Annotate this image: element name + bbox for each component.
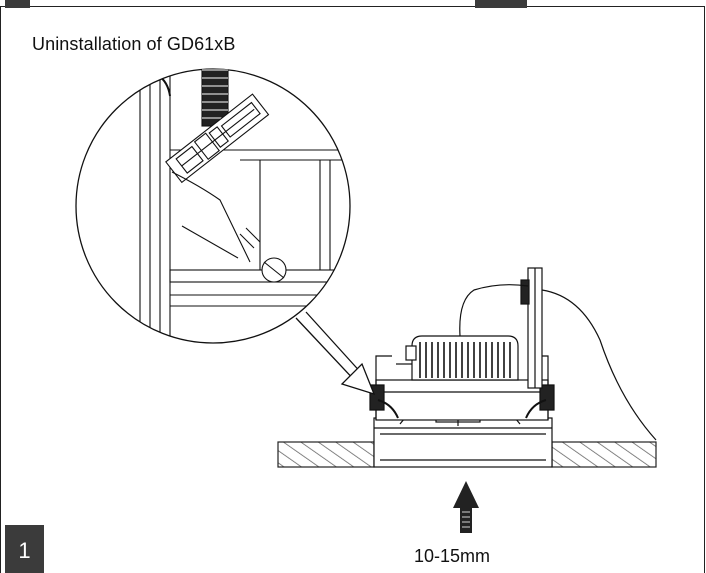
- ceiling-panel: [277, 441, 657, 468]
- frame-right-border: [704, 6, 705, 573]
- push-arrow: [453, 481, 479, 533]
- step-number-badge: 1: [5, 525, 44, 573]
- header-tab-middle: [475, 0, 527, 8]
- frame-top-border: [0, 6, 704, 7]
- header-tab-left: [5, 0, 30, 8]
- diagram-title: Uninstallation of GD61xB: [32, 34, 236, 54]
- measurement-label: 10-15mm: [414, 546, 491, 566]
- downlight-fixture: [369, 267, 657, 468]
- callout-arrow: [295, 311, 376, 396]
- frame-left-border: [0, 6, 1, 573]
- zoom-detail-circle: [75, 68, 351, 344]
